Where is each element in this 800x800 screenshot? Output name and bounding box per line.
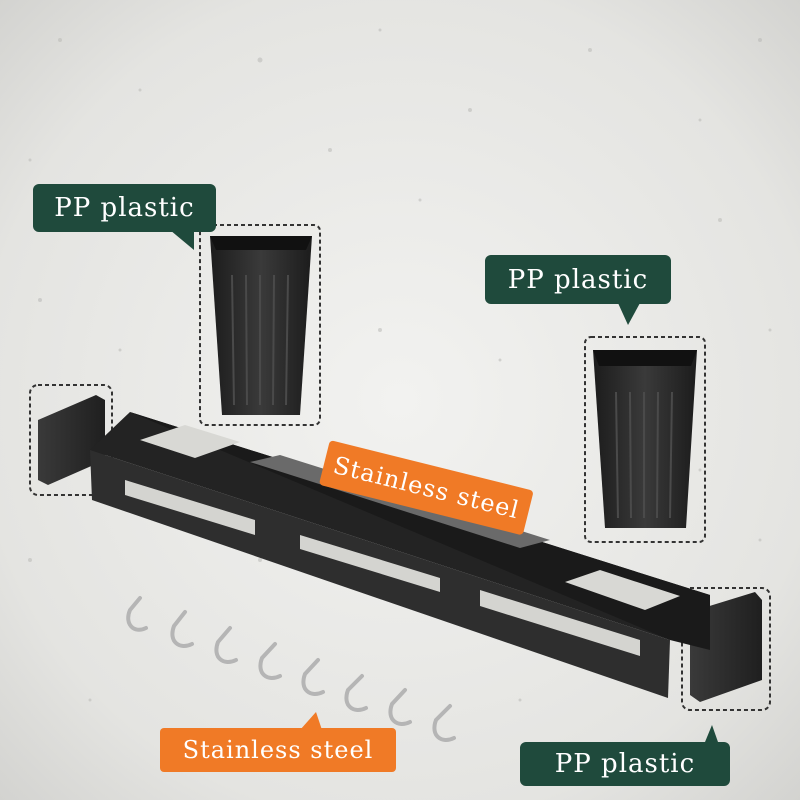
- end-cap-left: [29, 384, 113, 496]
- callout-pointer-steel-hooks: [300, 712, 322, 730]
- pp-plastic-cup-right: [584, 336, 706, 543]
- callout-pointer-pp-top-left: [170, 230, 194, 250]
- callout-stainless-steel-hooks: Stainless steel: [160, 728, 396, 772]
- callout-pp-plastic-bottom-right: PP plastic: [520, 742, 730, 786]
- pp-plastic-cup-left: [199, 224, 321, 426]
- stainless-steel-bar: [90, 412, 710, 698]
- callout-pp-plastic-top-left: PP plastic: [33, 184, 216, 232]
- stainless-steel-hooks: [126, 596, 456, 742]
- callout-pp-plastic-right: PP plastic: [485, 255, 671, 304]
- callout-pointer-pp-bottom-right: [705, 725, 718, 742]
- callout-pointer-pp-right: [618, 303, 640, 325]
